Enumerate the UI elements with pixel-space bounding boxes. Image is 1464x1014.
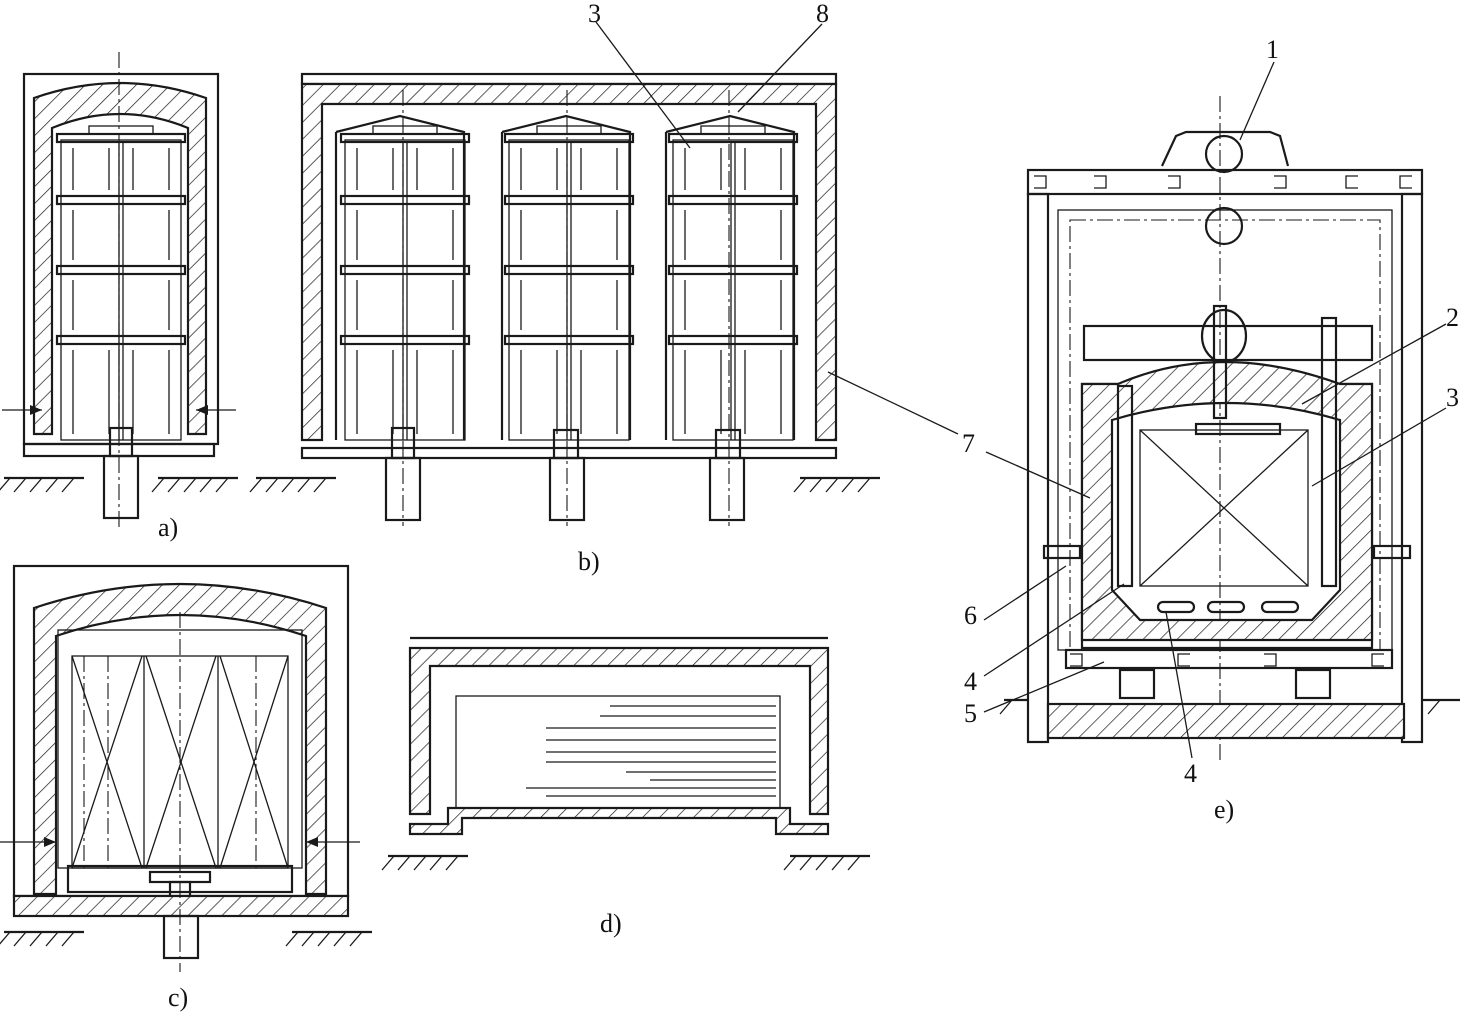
caption-d: d) — [600, 909, 622, 938]
figure-b: 3 8 7 b) — [248, 0, 975, 576]
figure-e: 1 2 3 6 4 5 4 e) — [964, 35, 1460, 824]
callout-e-1: 1 — [1266, 35, 1279, 64]
figure-a: a) — [0, 52, 240, 542]
caption-b: b) — [578, 547, 600, 576]
caption-e: e) — [1214, 795, 1234, 824]
callout-b-7: 7 — [962, 429, 975, 458]
callout-e-6: 6 — [964, 601, 977, 630]
caption-a: a) — [158, 513, 178, 542]
caption-c: c) — [168, 983, 188, 1012]
callout-e-3: 3 — [1446, 383, 1459, 412]
figure-c: c) — [0, 564, 374, 1012]
callout-b-3: 3 — [588, 0, 601, 28]
callout-e-5: 5 — [964, 699, 977, 728]
figure-d: d) — [380, 636, 872, 938]
callout-b-8: 8 — [816, 0, 829, 28]
callout-e-4a: 4 — [964, 667, 977, 696]
callout-e-4b: 4 — [1184, 759, 1197, 788]
callout-e-2: 2 — [1446, 303, 1459, 332]
